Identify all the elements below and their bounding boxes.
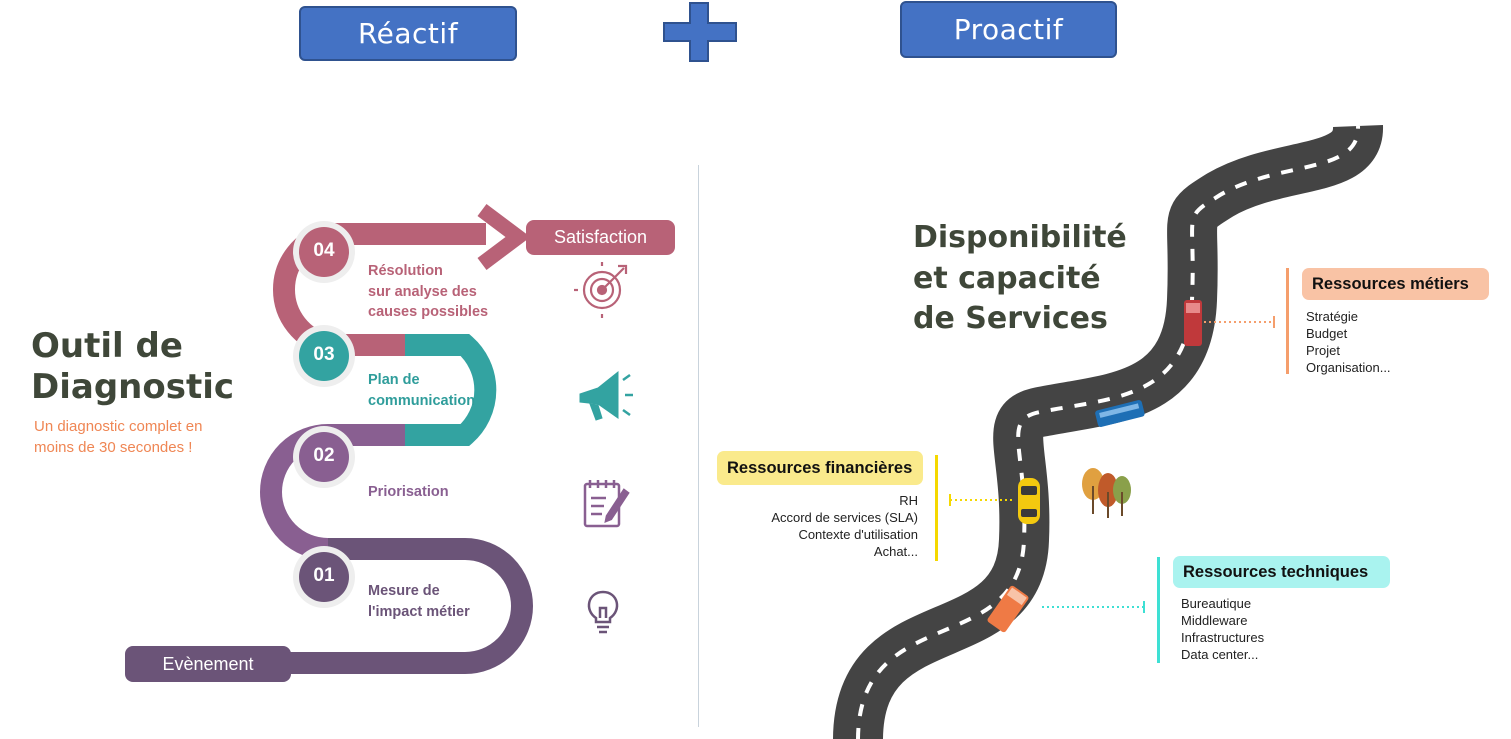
bar-financieres (935, 455, 938, 561)
orange-truck-icon (987, 585, 1029, 633)
blue-bus-icon (1095, 400, 1145, 427)
event-pill: Evènement (125, 646, 291, 682)
step-number-04: 04 (313, 240, 335, 261)
step-circle-01 (293, 546, 355, 608)
lightbulb-icon (587, 590, 619, 634)
step-number-02: 02 (313, 445, 335, 466)
megaphone-icon (579, 370, 633, 421)
yellow-car-icon (1018, 478, 1040, 524)
trees-icon (1082, 468, 1131, 518)
target-icon (574, 262, 628, 318)
step-number-03: 03 (313, 344, 335, 365)
red-truck-icon (1184, 300, 1202, 346)
bar-techniques (1157, 557, 1160, 663)
step-circle-02 (293, 426, 355, 488)
satisfaction-pill: Satisfaction (526, 220, 675, 255)
step-label-02: Priorisation (368, 484, 449, 500)
step-circle-04 (293, 221, 355, 283)
reactive-label: Réactif (299, 6, 517, 61)
step-number-01: 01 (313, 565, 335, 586)
bar-metiers (1286, 268, 1289, 374)
proactive-label: Proactif (900, 1, 1117, 58)
resource-title-techniques: Ressources techniques (1173, 556, 1390, 588)
section-divider (698, 165, 699, 727)
resource-title-metiers: Ressources métiers (1302, 268, 1489, 300)
notepad-icon (583, 480, 630, 528)
step-circle-03 (293, 325, 355, 387)
resource-title-financieres: Ressources financières (717, 451, 923, 485)
